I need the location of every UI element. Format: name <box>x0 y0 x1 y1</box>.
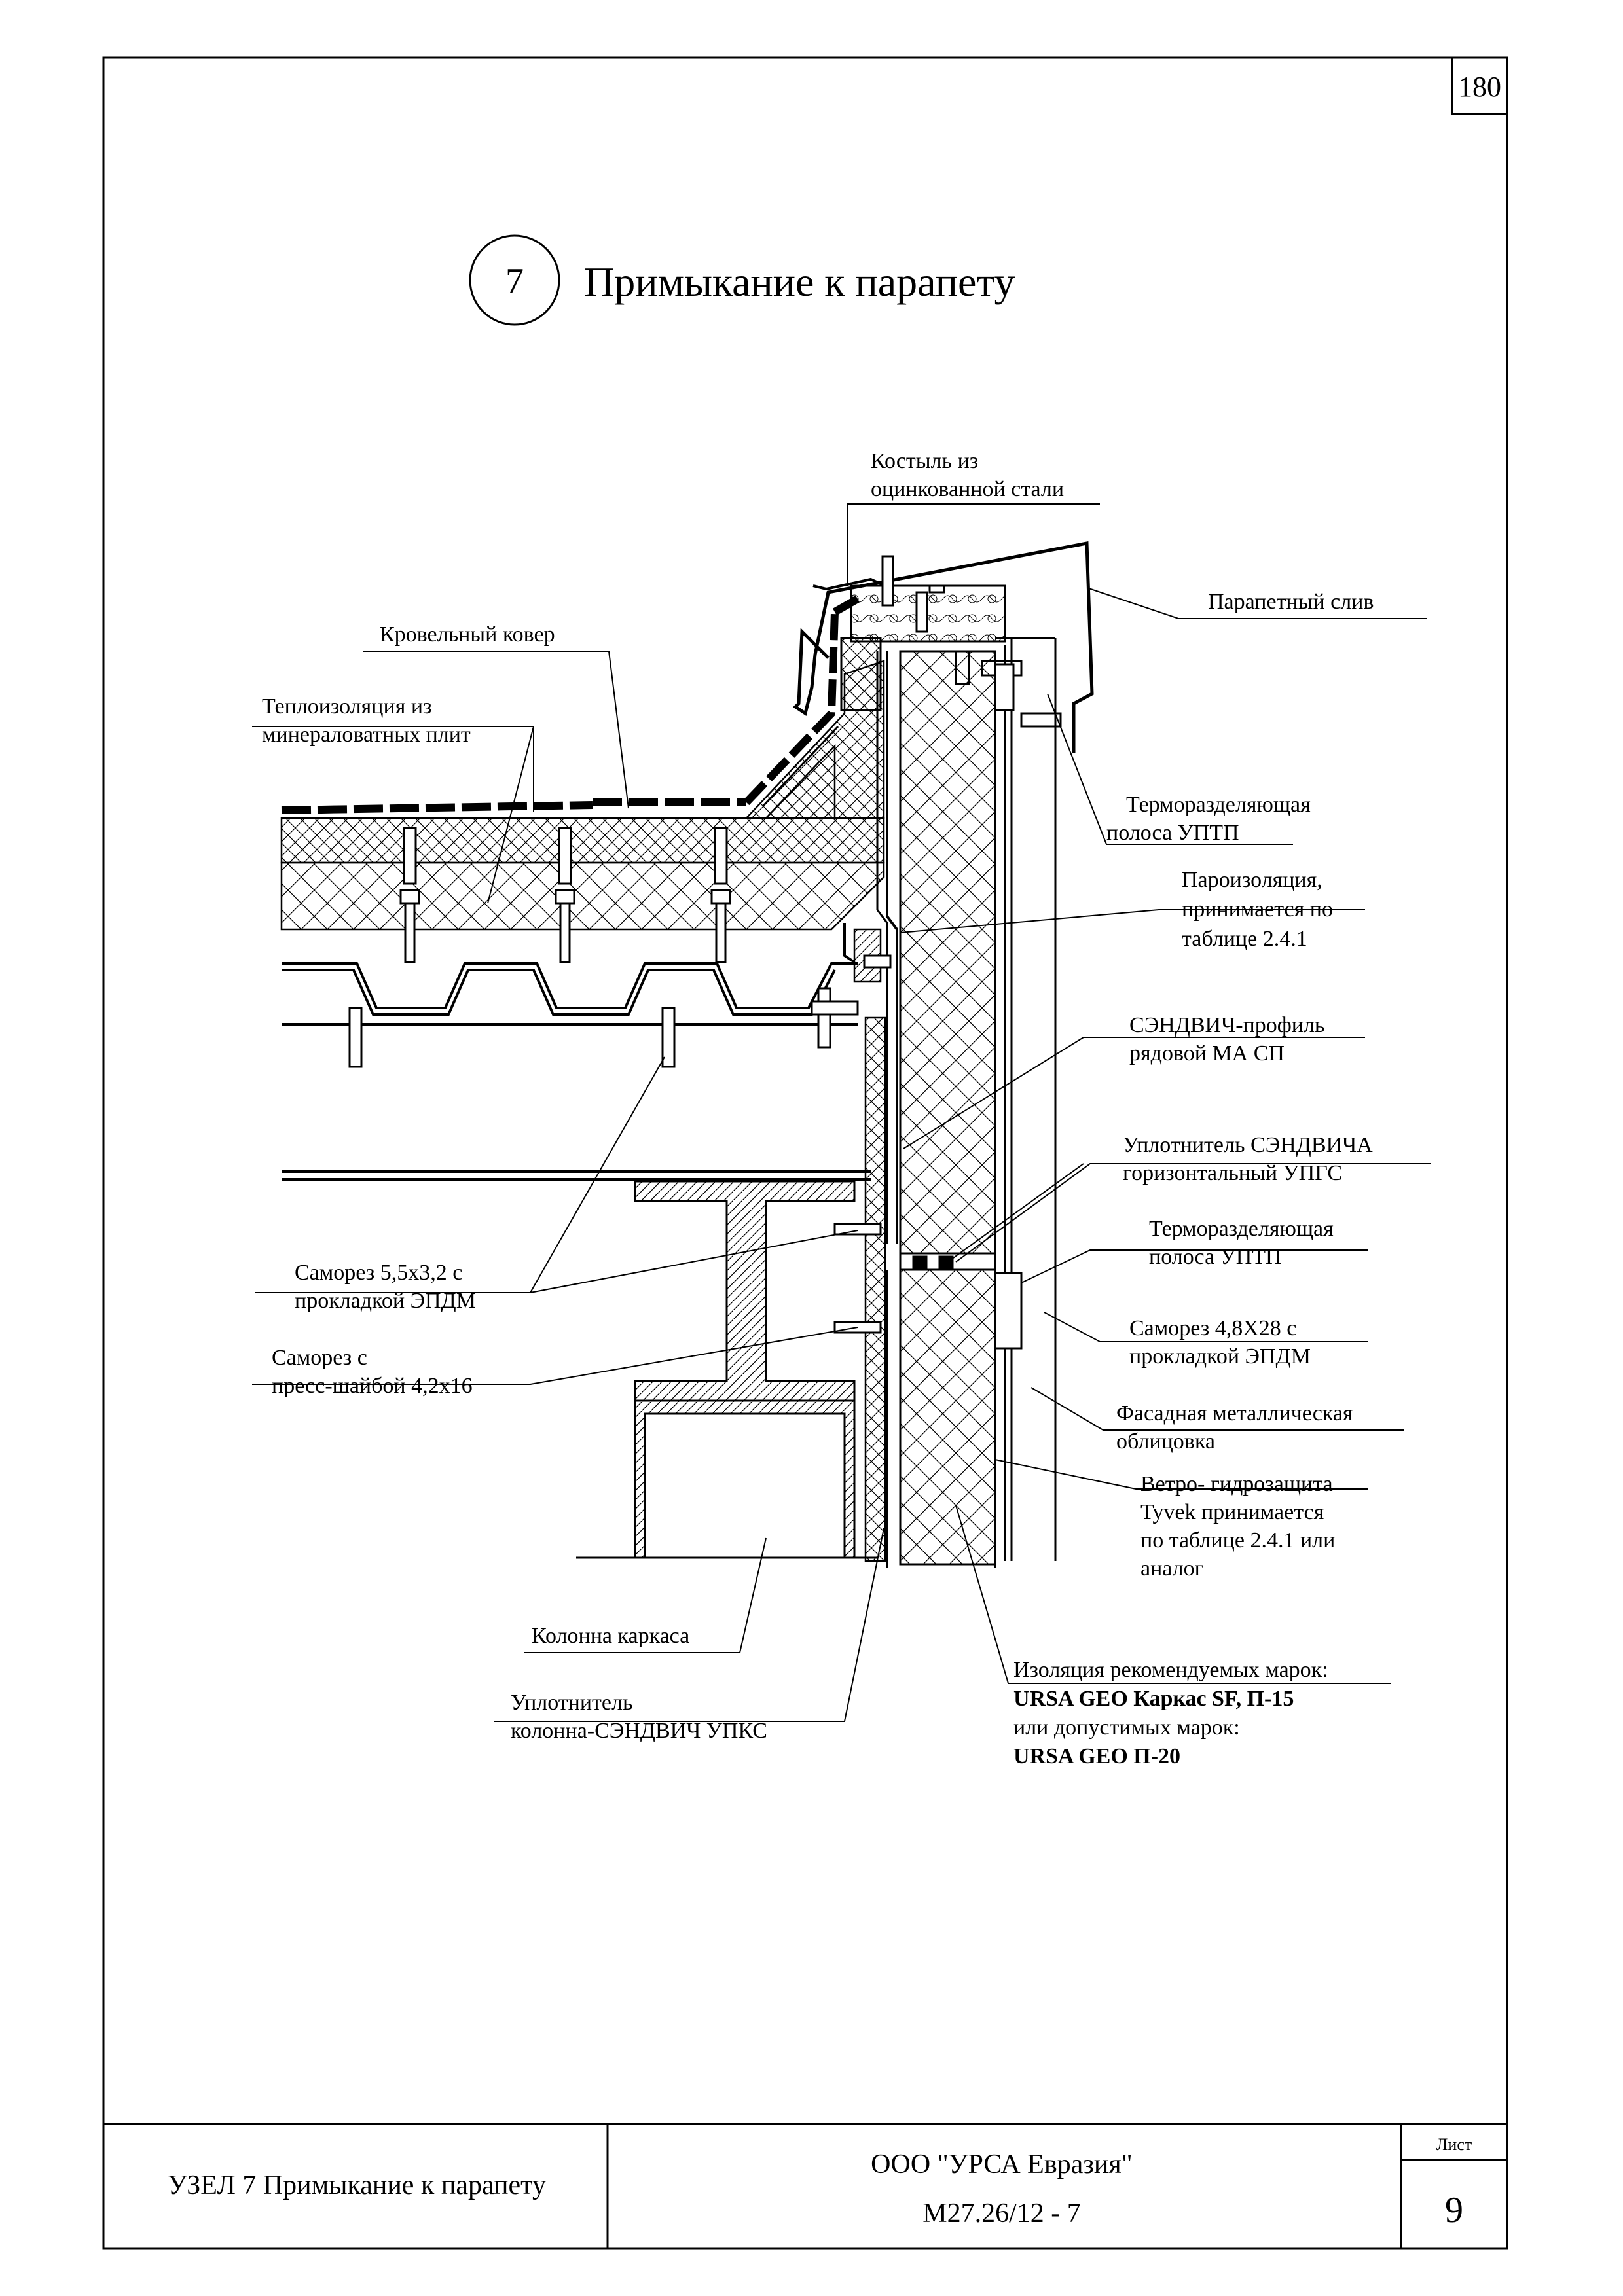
label-fasad-1: Фасадная металлическая <box>1116 1401 1353 1426</box>
sheet-frame <box>102 56 1508 2250</box>
roofing-membrane <box>281 595 884 819</box>
detail-number-circle <box>469 234 560 326</box>
label-termo-bottom-2: полоса УПТП <box>1149 1245 1282 1269</box>
label-paroizol-3: таблице 2.4.1 <box>1182 927 1307 951</box>
label-izol-2: URSA GEO Каркас SF, П-15 <box>1013 1687 1294 1711</box>
label-veter-4: аналог <box>1140 1556 1204 1581</box>
label-izol-3: или допустимых марок: <box>1013 1715 1240 1740</box>
label-samorez48-1: Саморез 4,8X28 с <box>1129 1316 1296 1340</box>
title-block-sheet-label: Лист <box>1436 2135 1472 2154</box>
label-uplot-kolonna-1: Уплотнитель <box>511 1691 632 1715</box>
label-sandwich-2: рядовой МА СП <box>1129 1041 1285 1066</box>
label-samorez42-2: пресс-шайбой 4,2х16 <box>272 1374 473 1398</box>
label-termo-top-2: полоса УПТП <box>1106 821 1239 845</box>
label-fasad-2: облицовка <box>1116 1429 1215 1454</box>
label-termo-bottom-1: Терморазделяющая <box>1149 1217 1334 1241</box>
detail-heading: 7 Примыкание к парапету <box>469 234 1015 326</box>
roof-screws <box>348 827 859 1068</box>
label-paroizol-2: принимается по <box>1182 897 1333 922</box>
column-sealing <box>853 928 886 1562</box>
facade-cladding <box>995 637 1057 1561</box>
steel-decking <box>282 923 871 1181</box>
detail-title: Примыкание к парапету <box>584 259 1015 305</box>
label-teploizol-1: Теплоизоляция из <box>262 694 431 719</box>
label-veter-1: Ветро- гидрозащита <box>1140 1472 1333 1496</box>
label-izol-4: URSA GEO П-20 <box>1013 1744 1180 1768</box>
steel-column <box>576 1180 877 1559</box>
label-samorez42-1: Саморез с <box>272 1346 367 1370</box>
label-kostyl-2: оцинкованной стали <box>871 477 1064 501</box>
label-termo-top-1: Терморазделяющая <box>1126 793 1311 817</box>
parapet-cap <box>793 541 1094 753</box>
label-paroizol-1: Пароизоляция, <box>1182 868 1322 892</box>
label-veter-2: Tyvek принимается <box>1140 1500 1324 1524</box>
label-uplot-kolonna-2: колонна-СЭНДВИЧ УПКС <box>511 1719 767 1743</box>
label-samorez48-2: прокладкой ЭПДМ <box>1129 1344 1311 1369</box>
label-samorez55-1: Саморез 5,5х3,2 с <box>295 1261 462 1285</box>
label-uplot-sandwich-1: Уплотнитель СЭНДВИЧА <box>1123 1133 1373 1157</box>
detail-number: 7 <box>505 261 524 302</box>
label-izol-1: Изоляция рекомендуемых марок: <box>1013 1658 1328 1682</box>
title-block-company: ООО "УРСА Евразия" <box>871 2149 1133 2179</box>
label-teploizol-2: минераловатных плит <box>262 723 471 747</box>
label-samorez55-2: прокладкой ЭПДМ <box>295 1289 476 1313</box>
sandwich-panel-lower <box>886 1268 996 1568</box>
page-number: 180 <box>1458 71 1501 103</box>
leader-lines <box>252 503 1431 1722</box>
label-krovelny-kover: Кровельный ковер <box>380 622 555 647</box>
label-parapet-sliv: Парапетный слив <box>1208 590 1374 614</box>
title-block <box>103 2123 1507 2248</box>
label-kostyl-1: Костыль из <box>871 449 978 473</box>
title-block-node-name: УЗЕЛ 7 Примыкание к парапету <box>168 2170 546 2200</box>
label-sandwich-1: СЭНДВИЧ-профиль <box>1129 1013 1324 1037</box>
label-kolonna: Колонна каркаса <box>532 1624 689 1648</box>
annotations: Костыль из оцинкованной стали Парапетный… <box>262 449 1374 1768</box>
label-uplot-sandwich-2: горизонтальный УПГС <box>1123 1161 1342 1185</box>
title-block-doc-code: М27.26/12 - 7 <box>922 2198 1081 2229</box>
title-block-sheet-number: 9 <box>1445 2190 1463 2231</box>
label-veter-3: по таблице 2.4.1 или <box>1140 1528 1335 1552</box>
sandwich-panel-upper <box>876 650 996 1255</box>
